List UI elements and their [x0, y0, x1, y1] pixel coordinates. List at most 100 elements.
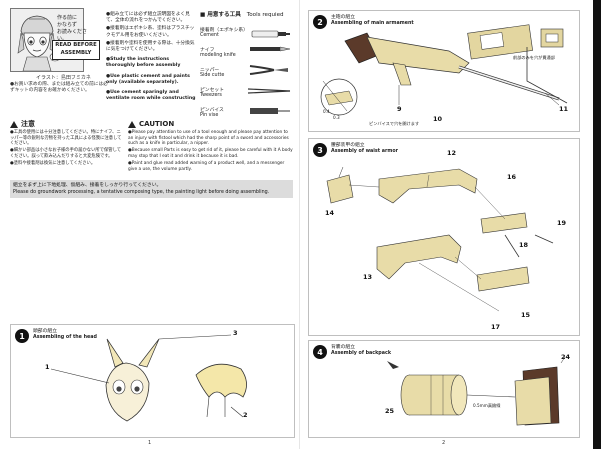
character-illustration	[11, 9, 83, 72]
step-2-title-jp: 主砲の組立	[331, 15, 355, 20]
side-cutter-icon	[249, 65, 288, 75]
caution-jp-line-3: ●塗料や接着剤は換気に注意してください。	[10, 160, 96, 166]
step-1-panel: 1 頭部の組立 Assembling of the head 1 2 3	[10, 324, 295, 438]
note-3: ●接着剤や塗料を使用する際は、十分換気に気をつけてください。	[106, 41, 198, 53]
note-3-jp: ●接着剤や塗料を使用する際は、十分換気に気をつけてください。	[106, 40, 195, 53]
tool-pin-vise-en: Pin vise	[200, 113, 219, 118]
tool-knife-en: modeling knife	[200, 53, 236, 58]
part-callout-16: 16	[507, 173, 517, 181]
caution-title-en: CAUTION	[128, 119, 293, 128]
part-callout-12: 12	[447, 149, 457, 157]
page-number-right: 2	[442, 440, 446, 446]
step-1-title-en: Assembling of the head	[33, 335, 97, 340]
step-4-title-jp: 背嚢の組立	[331, 345, 355, 350]
page-gutter	[299, 0, 300, 449]
caution-section: 注意 ●工具の使用には十分注意してください。特にナイフ、ニッパー等の鋭利な刃物を…	[10, 119, 293, 173]
banner-jp: 組立をまず上に下地処理、仮組み、接着をしっかり行ってください。	[13, 183, 162, 188]
tool-cement: 接着剤（エポキシ系） Cement	[200, 26, 292, 38]
step-2-panel: 2 主砲の組立 Assembling of main armament	[308, 10, 580, 132]
step-1-number: 1	[15, 329, 29, 343]
part-callout-17: 17	[491, 323, 501, 331]
part-callout-13: 13	[363, 273, 373, 281]
read-before-assembly-box: READ BEFORE ASSEMBLY	[52, 40, 100, 60]
cement-tube-icon	[251, 30, 290, 38]
step-3-title-en: Assembly of waist armor	[331, 149, 398, 154]
step-3-number: 3	[313, 143, 327, 157]
note-2: ●接着剤はエポキシ系、塗料はプラスチックモデル用をお使いください。	[106, 26, 198, 38]
knife-icon	[250, 46, 291, 52]
part-callout-3: 3	[233, 329, 238, 337]
tool-cement-jp: 接着剤（エポキシ系）	[200, 28, 248, 33]
left-page: 作る前に かならず お読みください。 READ BEFORE ASSEMBLY …	[0, 0, 300, 449]
tool-cement-en: Cement	[200, 33, 219, 38]
caution-jp: 注意 ●工具の使用には十分注意してください。特にナイフ、ニッパー等の鋭利な刃物を…	[10, 119, 125, 173]
waist-armor-diagram	[326, 166, 554, 312]
caution-en-line-2: ●Because small Parts is easy to get rid …	[128, 148, 293, 159]
warning-icon	[128, 121, 136, 128]
part-callout-11: 11	[559, 105, 569, 113]
caution-en-line-3: ●Paint and glue read added warning of a …	[128, 160, 285, 172]
step-2-title: 主砲の組立 Assembling of main armament	[331, 15, 414, 27]
note-1-en: ●Study the instructions thoroughly befor…	[106, 57, 181, 69]
read-before-label: READ BEFORE ASSEMBLY	[55, 42, 97, 56]
tools-header-en: Tools requied	[246, 12, 284, 18]
tool-tweezers-en: Tweezers	[200, 93, 222, 98]
right-page: 2 主砲の組立 Assembling of main armament	[300, 0, 601, 449]
part-callout-10: 10	[433, 115, 443, 123]
tools-header: ■ 用意する工具 Tools requied	[200, 10, 292, 18]
assembly-notes: ●組み立てには必ず組立説明図をよく見て、全体の流れをつかんでください。 ●接着剤…	[106, 12, 198, 102]
part-callout-24: 24	[561, 353, 571, 361]
caution-title-jp-text: 注意	[21, 119, 35, 128]
purchase-note: ●お買い求めの際、または組み立ての前には必ずキットの内容をお確かめください。	[10, 82, 108, 93]
note-2-en: ●Use plastic cement and paints only (ava…	[106, 73, 190, 85]
size-label-04: 0.4	[323, 109, 330, 114]
illustrator-credit: イラスト：島田フミカネ	[36, 75, 91, 81]
caution-en-line-1: ●Please pay attention to use of a tool e…	[128, 130, 289, 147]
tool-knife-jp: ナイフ	[200, 48, 215, 53]
step-1-title: 頭部の組立 Assembling of the head	[33, 329, 97, 341]
caution-en: CAUTION ●Please pay attention to use of …	[128, 119, 293, 173]
brass-wire-note: 0.5mm真鍮線	[473, 403, 501, 408]
tool-side-cutter-jp: ニッパー	[200, 68, 220, 73]
part-callout-15: 15	[521, 311, 531, 319]
character-avatar: 作る前に かならず お読みください。	[10, 8, 87, 72]
tool-tweezers-jp: ピンセット	[200, 88, 224, 93]
caution-jp-line-2: ●細かい部品は小さなお子様の手の届かない所で保管してください。誤って飲み込んだり…	[10, 148, 122, 159]
assembly-banner: 組立をまず上に下地処理、仮組み、接着をしっかり行ってください。 Please d…	[10, 180, 293, 198]
tool-pin-vise-jp: ピンバイス	[200, 108, 224, 113]
step-3-title-jp: 腰部装甲の組立	[331, 143, 365, 148]
through-hole-note: 前部のみを穴が貫通部	[513, 55, 555, 60]
avatar-caption: 作る前に かならず お読みください。	[57, 15, 88, 42]
step-4-title: 背嚢の組立 Assembly of backpack	[331, 345, 391, 357]
tool-knife: ナイフ modeling knife	[200, 46, 292, 58]
tool-side-cutter-en: Side cutte	[200, 73, 225, 78]
tool-side-cutter: ニッパー Side cutte	[200, 66, 292, 78]
step-3-panel: 3 腰部装甲の組立 Assembly of waist armor	[308, 138, 580, 336]
tools-header-jp: 用意する工具	[207, 12, 241, 18]
pin-vise-icon	[250, 108, 290, 114]
size-label-03: 0.3	[333, 115, 340, 120]
bullet-square-icon: ■	[200, 12, 206, 18]
part-callout-25: 25	[385, 407, 395, 415]
part-callout-2: 2	[243, 411, 248, 419]
backpack-diagram	[387, 356, 566, 426]
note-1: ●組み立てには必ず組立説明図をよく見て、全体の流れをつかんでください。	[106, 12, 198, 24]
caution-jp-line-1: ●工具の使用には十分注意してください。特にナイフ、ニッパー等の鋭利な刃物を持った…	[10, 130, 122, 147]
page-number-left: 1	[148, 440, 152, 446]
warning-icon	[10, 121, 18, 128]
step-3-title: 腰部装甲の組立 Assembly of waist armor	[331, 143, 398, 155]
tools-panel: ■ 用意する工具 Tools requied 接着剤（エポキシ系） Cement…	[200, 10, 292, 118]
tweezers-icon	[247, 88, 291, 94]
note-2-jp: ●接着剤はエポキシ系、塗料はプラスチックモデル用をお使いください。	[106, 26, 195, 38]
caution-title-jp: 注意	[10, 119, 125, 128]
caution-title-en-text: CAUTION	[139, 119, 175, 128]
note-3-en: ●Use cement sparingly and ventilate room…	[106, 90, 196, 102]
note-1-jp: ●組み立てには必ず組立説明図をよく見て、全体の流れをつかんでください。	[106, 12, 190, 24]
step-4-panel: 4 背嚢の組立 Assembly of backpack 24 25 0.5mm…	[308, 340, 580, 438]
head-assembly-diagram	[50, 334, 247, 422]
drill-note: ピンバイスで穴を開けます	[369, 121, 420, 126]
right-edge-bar	[593, 0, 601, 449]
main-armament-diagram	[320, 24, 568, 116]
step-2-number: 2	[313, 15, 327, 29]
banner-en: Please do groundwork processing, a tenta…	[13, 190, 270, 195]
